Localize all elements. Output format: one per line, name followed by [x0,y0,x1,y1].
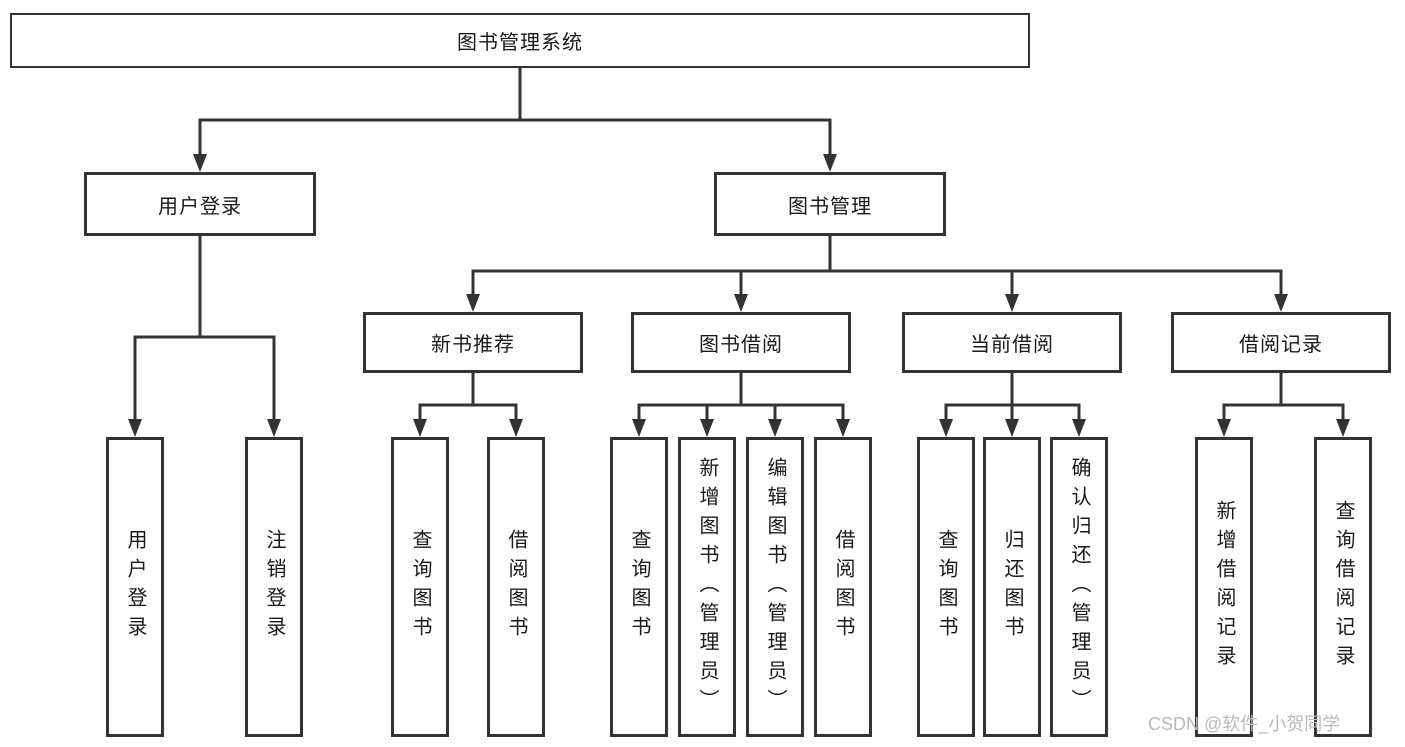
arrowhead [939,419,953,437]
csdn-watermark: CSDN @软件_小贺同学 [1148,714,1341,734]
arrowhead [734,294,748,312]
arrowhead [1005,419,1019,437]
arrowhead [1072,419,1086,437]
node-book-management: 图书管理 [714,172,946,236]
arrowhead [768,419,782,437]
arrowhead [128,419,142,437]
leaf-current-confirm-return-admin: 确认归还（管理员） [1050,437,1108,737]
leaf-borrow-borrow-books: 借阅图书 [814,437,872,737]
arrowhead [632,419,646,437]
arrowhead [1336,419,1350,437]
leaf-borrow-edit-books-admin: 编辑图书（管理员） [746,437,804,737]
arrowhead [836,419,850,437]
arrowhead [193,154,207,172]
arrowhead [823,154,837,172]
node-new-book-recommend: 新书推荐 [363,312,583,373]
node-user-login: 用户登录 [84,172,316,236]
arrowhead [466,294,480,312]
leaf-logout: 注销登录 [245,437,303,737]
arrowhead [1274,294,1288,312]
leaf-records-query-record: 查询借阅记录 [1314,437,1372,737]
node-library-system: 图书管理系统 [10,13,1030,68]
leaf-borrow-add-books-admin: 新增图书（管理员） [678,437,736,737]
arrowhead [1005,294,1019,312]
leaf-newbook-query-books: 查询图书 [391,437,449,737]
leaf-current-return-books: 归还图书 [983,437,1041,737]
arrowhead [267,419,281,437]
leaf-records-add-record: 新增借阅记录 [1195,437,1253,737]
leaf-borrow-query-books: 查询图书 [610,437,668,737]
leaf-current-query-books: 查询图书 [917,437,975,737]
leaf-user-login: 用户登录 [106,437,164,737]
arrowhead [413,419,427,437]
arrowhead [700,419,714,437]
node-borrowing-records: 借阅记录 [1171,312,1391,373]
leaf-newbook-borrow-books: 借阅图书 [487,437,545,737]
arrowhead [509,419,523,437]
arrowhead [1217,419,1231,437]
node-current-borrowing: 当前借阅 [902,312,1122,373]
node-book-borrowing: 图书借阅 [631,312,851,373]
